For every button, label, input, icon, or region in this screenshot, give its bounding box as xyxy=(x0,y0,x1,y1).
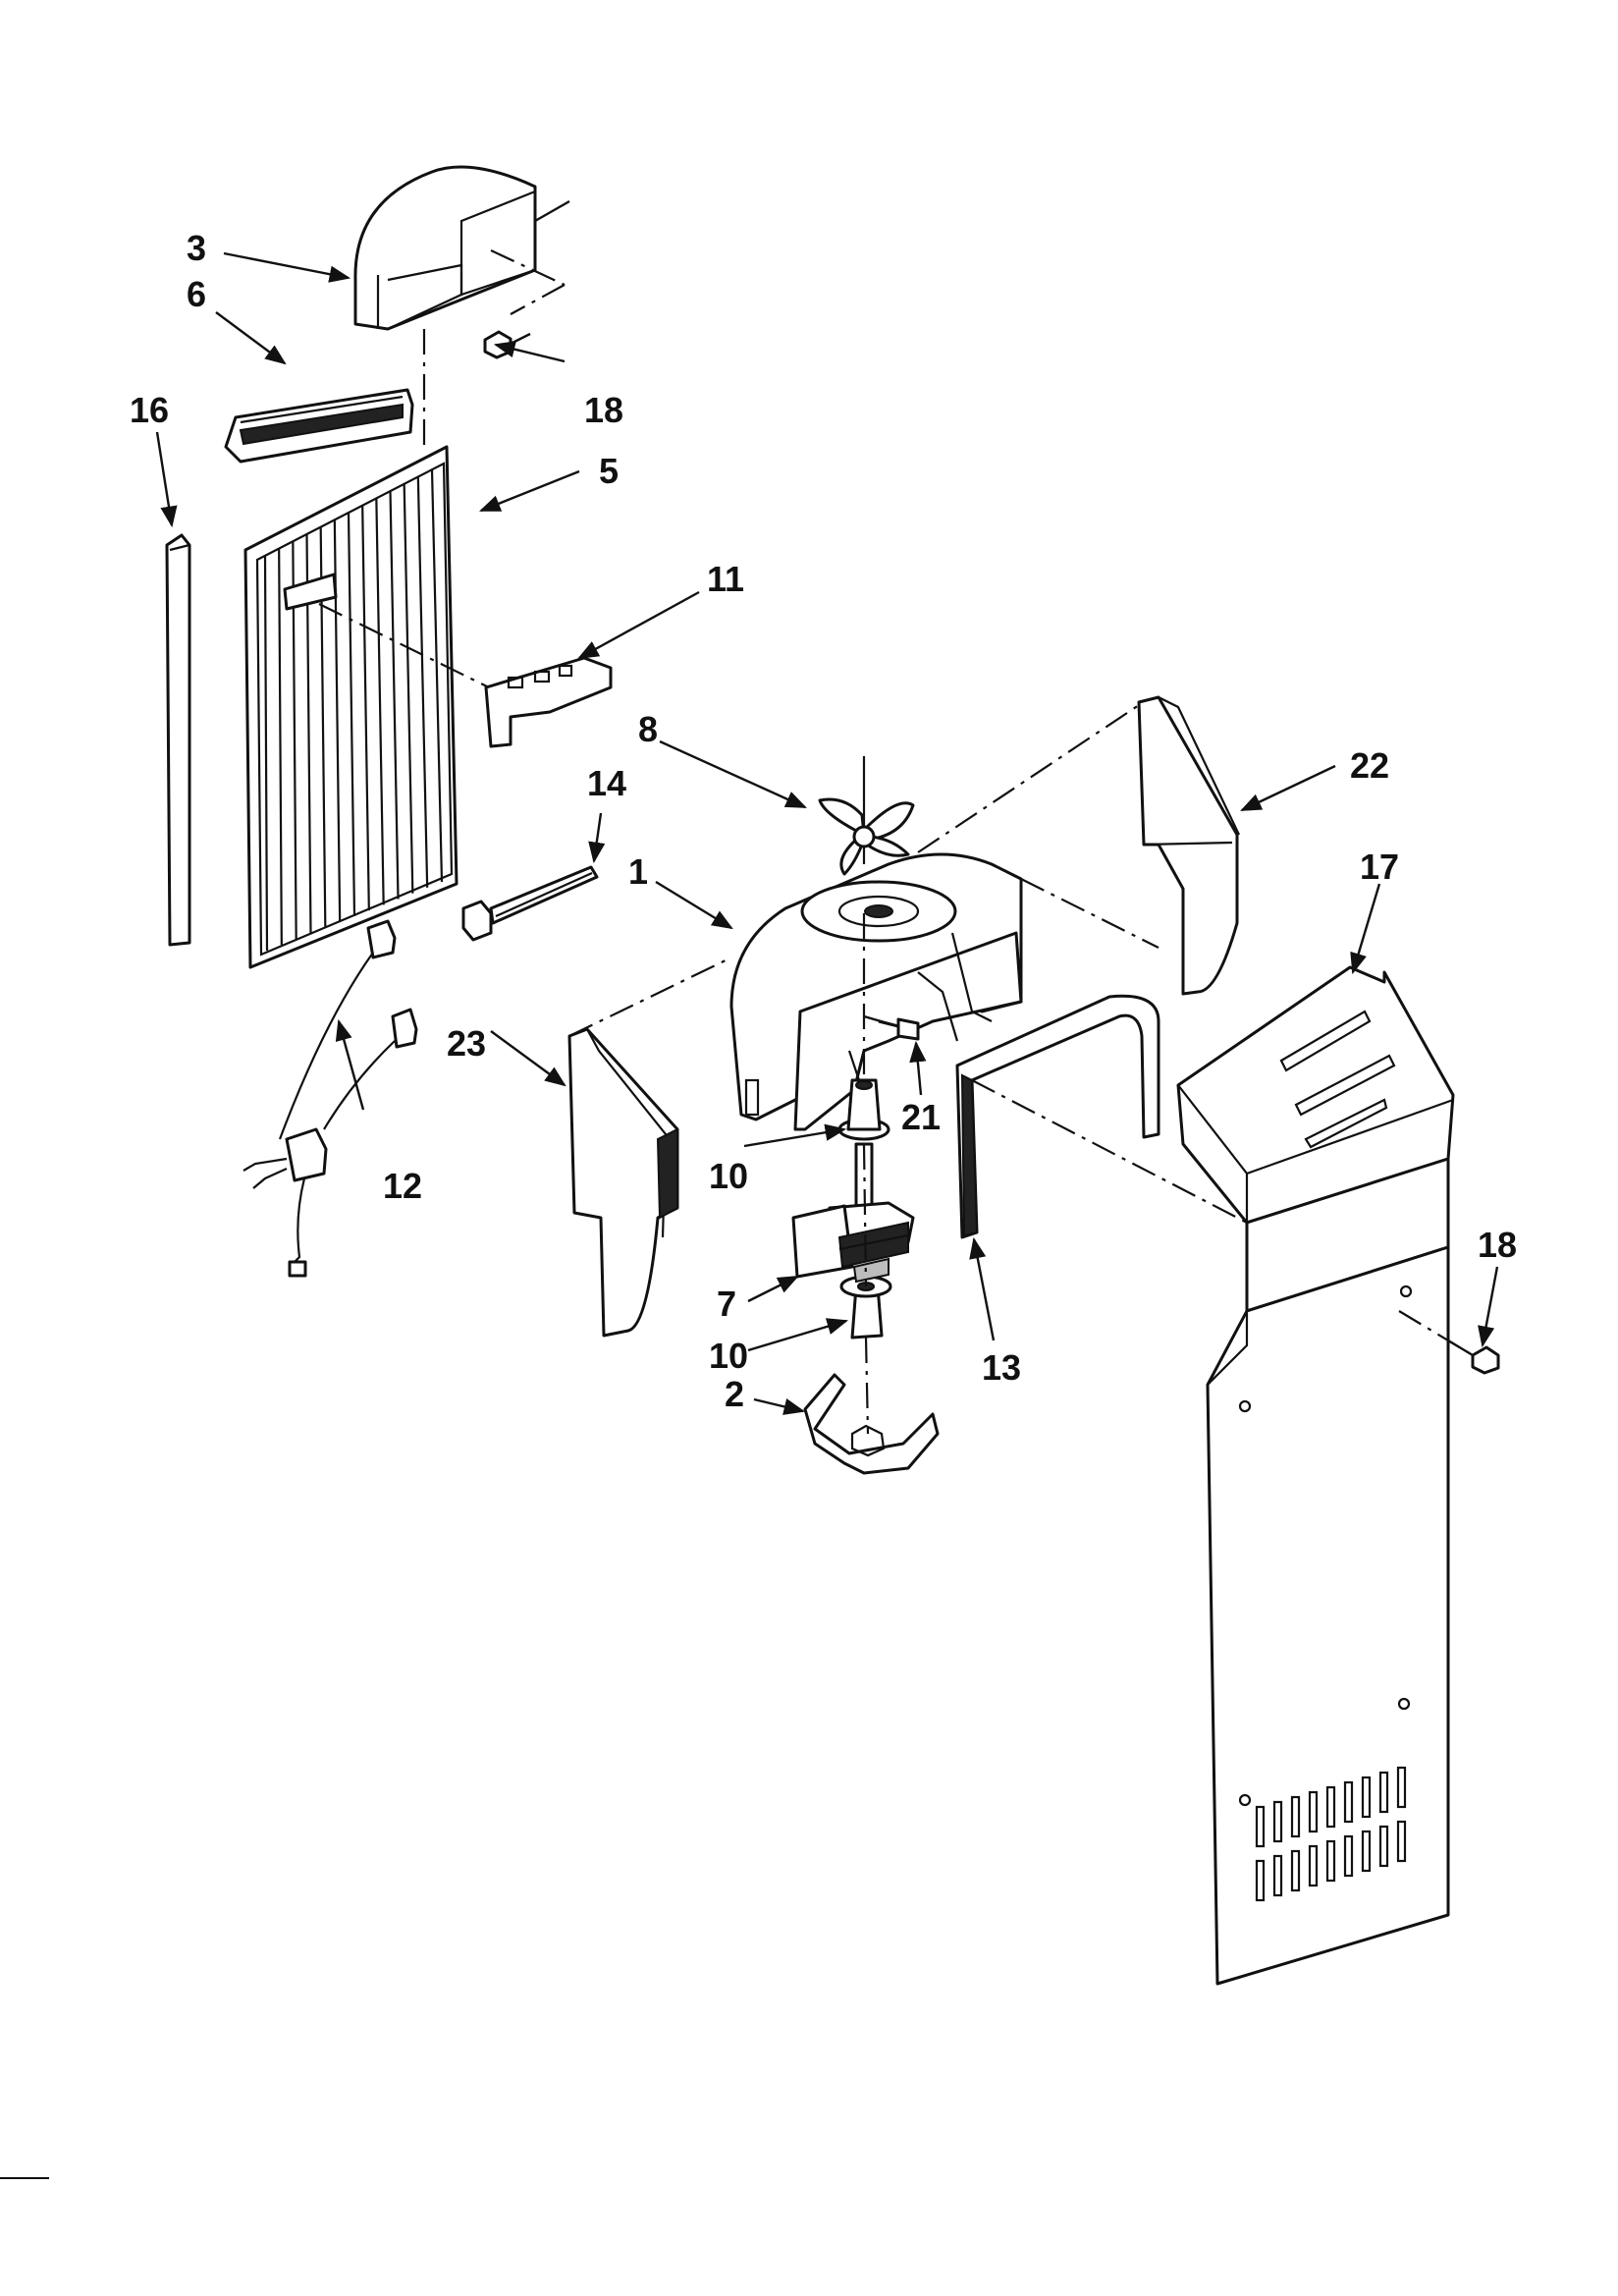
vent-slot xyxy=(1290,1849,1301,1892)
vent-slot xyxy=(1343,1834,1354,1878)
vent-slot xyxy=(1290,1795,1301,1838)
vent-slot xyxy=(1325,1839,1336,1883)
leader-arrows xyxy=(155,251,1499,1415)
part-16-strip xyxy=(165,533,191,947)
part-2-motor-bracket xyxy=(803,1373,940,1475)
vent-slot xyxy=(1396,1766,1407,1809)
callout-2: 2 xyxy=(725,1374,744,1414)
callout-16: 16 xyxy=(130,390,169,430)
callout-5: 5 xyxy=(599,451,619,491)
callout-10-lower: 10 xyxy=(709,1336,748,1376)
callout-10-upper: 10 xyxy=(709,1156,748,1196)
evaporator-rib xyxy=(263,555,269,952)
part-22-baffle xyxy=(1137,695,1240,996)
callout-7: 7 xyxy=(717,1284,736,1324)
callout-1: 1 xyxy=(628,851,648,892)
part-8-fan-blade xyxy=(818,756,915,876)
vent-slot xyxy=(1272,1800,1283,1843)
part-10-grommet-upper xyxy=(837,1078,890,1141)
vent-slot xyxy=(1255,1859,1266,1902)
evaporator-rib xyxy=(403,483,414,894)
callout-18-upper: 18 xyxy=(584,390,623,430)
part-18-screw-upper xyxy=(483,330,531,359)
callout-11: 11 xyxy=(707,559,744,599)
part-17-rear-cover xyxy=(1176,965,1455,1986)
callout-labels: 3 6 16 18 5 11 8 14 1 22 17 23 12 10 21 … xyxy=(130,228,1517,1414)
part-13-gasket xyxy=(955,994,1160,1239)
vent-slot xyxy=(1343,1780,1354,1824)
part-14-heater xyxy=(461,865,599,942)
callout-23: 23 xyxy=(447,1023,486,1064)
evaporator-rib xyxy=(278,548,283,946)
callout-13: 13 xyxy=(982,1347,1021,1388)
part-21-screw xyxy=(863,1014,920,1041)
part-6-rail xyxy=(224,388,414,464)
part-5-evaporator xyxy=(243,445,458,969)
callout-6: 6 xyxy=(187,274,206,314)
vent-slot xyxy=(1361,1830,1372,1873)
part-23-baffle xyxy=(567,1027,679,1338)
evaporator-rib xyxy=(361,505,370,911)
vent-slot xyxy=(1396,1820,1407,1863)
vent-slot xyxy=(1378,1825,1389,1868)
vent-slot xyxy=(1308,1844,1319,1887)
vent-slot xyxy=(1255,1805,1266,1848)
part-10-grommet-lower xyxy=(839,1275,892,1339)
part-11-bracket xyxy=(484,656,613,748)
callout-8: 8 xyxy=(638,709,658,749)
callout-12: 12 xyxy=(383,1166,422,1206)
part-12-harness xyxy=(243,919,418,1278)
callout-14: 14 xyxy=(587,763,626,803)
part-7-motor xyxy=(791,1142,915,1284)
evaporator-rib xyxy=(430,468,444,883)
callout-17: 17 xyxy=(1360,847,1399,887)
vent-slot xyxy=(1308,1790,1319,1833)
evaporator-rib xyxy=(416,476,429,888)
callout-3: 3 xyxy=(187,228,206,268)
part-3-cover xyxy=(353,165,570,331)
vent-slot xyxy=(1378,1771,1389,1814)
callout-18-lower: 18 xyxy=(1478,1225,1517,1265)
vent-slot xyxy=(1272,1854,1283,1897)
vent-slot xyxy=(1325,1785,1336,1829)
evaporator-rib xyxy=(375,498,385,905)
assembly-lines xyxy=(318,249,1474,1435)
evaporator-rib xyxy=(389,490,400,900)
callout-22: 22 xyxy=(1350,745,1389,786)
vent-slot xyxy=(1361,1776,1372,1819)
evaporator-rib xyxy=(347,512,356,917)
callout-21: 21 xyxy=(901,1097,941,1137)
